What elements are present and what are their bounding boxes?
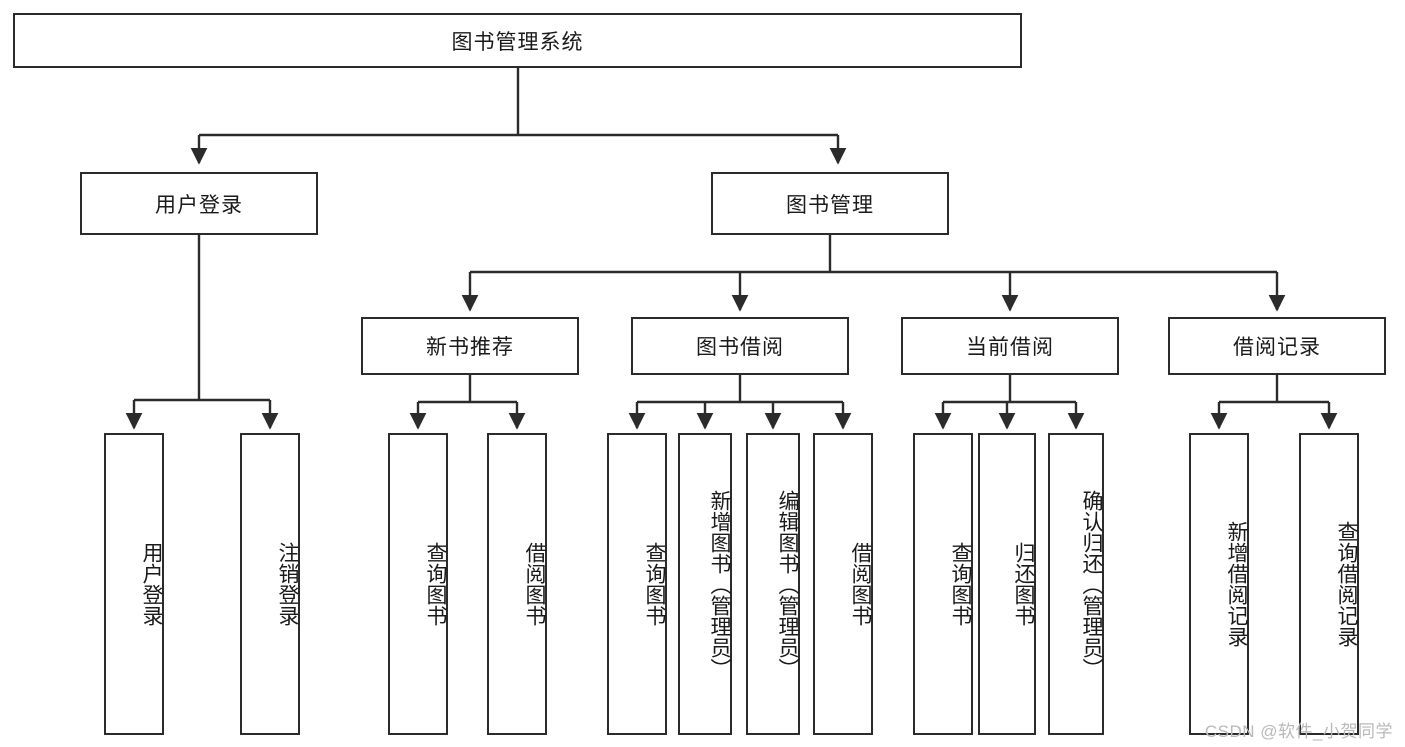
- leaf-borrow-query[interactable]: 查询图书: [607, 433, 667, 735]
- node-current-borrow[interactable]: 当前借阅: [901, 317, 1119, 375]
- leaf-records-query[interactable]: 查询借阅记录: [1299, 433, 1359, 735]
- leaf-new-book-borrow[interactable]: 借阅图书: [487, 433, 547, 735]
- leaf-label: 查询图书: [643, 542, 666, 626]
- node-user-login[interactable]: 用户登录: [80, 172, 318, 235]
- leaf-label: 借阅图书: [523, 542, 546, 626]
- leaf-label: 新增图书（管理员）: [708, 489, 731, 679]
- leaf-label: 查询图书: [949, 542, 972, 626]
- leaf-records-add[interactable]: 新增借阅记录: [1189, 433, 1249, 735]
- leaf-new-book-query[interactable]: 查询图书: [388, 433, 448, 735]
- node-new-book-recommend[interactable]: 新书推荐: [361, 317, 579, 375]
- leaf-label: 查询借阅记录: [1335, 521, 1358, 647]
- leaf-user-login-login[interactable]: 用户登录: [104, 433, 164, 735]
- leaf-label: 归还图书: [1012, 542, 1035, 626]
- leaf-label: 借阅图书: [849, 542, 872, 626]
- leaf-label: 编辑图书（管理员）: [776, 489, 799, 679]
- leaf-label: 注销登录: [276, 542, 299, 626]
- node-borrow-records[interactable]: 借阅记录: [1168, 317, 1386, 375]
- leaf-label: 用户登录: [140, 542, 163, 626]
- leaf-current-confirm-return-admin[interactable]: 确认归还（管理员）: [1048, 433, 1104, 735]
- node-root-system[interactable]: 图书管理系统: [13, 13, 1022, 68]
- leaf-current-return[interactable]: 归还图书: [978, 433, 1036, 735]
- csdn-watermark: CSDN @软件_小贺同学: [1204, 722, 1393, 741]
- leaf-label: 确认归还（管理员）: [1080, 489, 1103, 679]
- node-book-management[interactable]: 图书管理: [711, 172, 949, 235]
- leaf-label: 新增借阅记录: [1225, 521, 1248, 647]
- leaf-borrow-borrow-book[interactable]: 借阅图书: [813, 433, 873, 735]
- leaf-label: 查询图书: [424, 542, 447, 626]
- leaf-borrow-edit-book-admin[interactable]: 编辑图书（管理员）: [746, 433, 800, 735]
- leaf-user-login-logout[interactable]: 注销登录: [240, 433, 300, 735]
- leaf-borrow-add-book-admin[interactable]: 新增图书（管理员）: [678, 433, 732, 735]
- leaf-current-query[interactable]: 查询图书: [913, 433, 973, 735]
- node-book-borrow[interactable]: 图书借阅: [631, 317, 849, 375]
